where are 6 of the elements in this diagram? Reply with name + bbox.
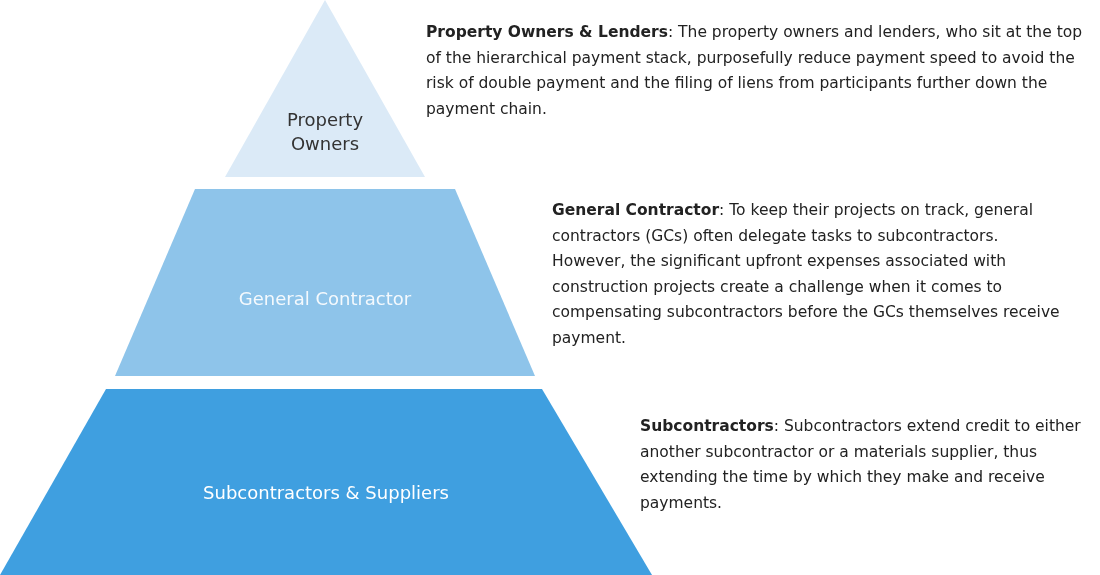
description-text: Subcontractors: Subcontractors extend credit to either another subcontractor or a materials supplier, thus extending the time by which they make and receive payments. <box>640 416 1082 514</box>
tier-label: Subcontractors & Suppliers <box>202 481 450 505</box>
tier-label: General Contractor <box>237 287 413 311</box>
tier-label: Property Owners <box>285 108 365 156</box>
description-text: Property Owners & Lenders: The property owners and lenders, who sit at the top of the hierarchical payment stack, purposefully reduce payment speed to avoid the risk of double payment and the filing of liens from participants further down the payment chain. <box>426 22 1084 120</box>
description-text: General Contractor: To keep their projects on track, general contractors (GCs) often delegate tasks to subcontractors. However, the significant upfront expenses associated with construction projects create a challenge when it comes to compensating subcontractors before the GCs themselves receive payment. <box>552 200 1061 349</box>
